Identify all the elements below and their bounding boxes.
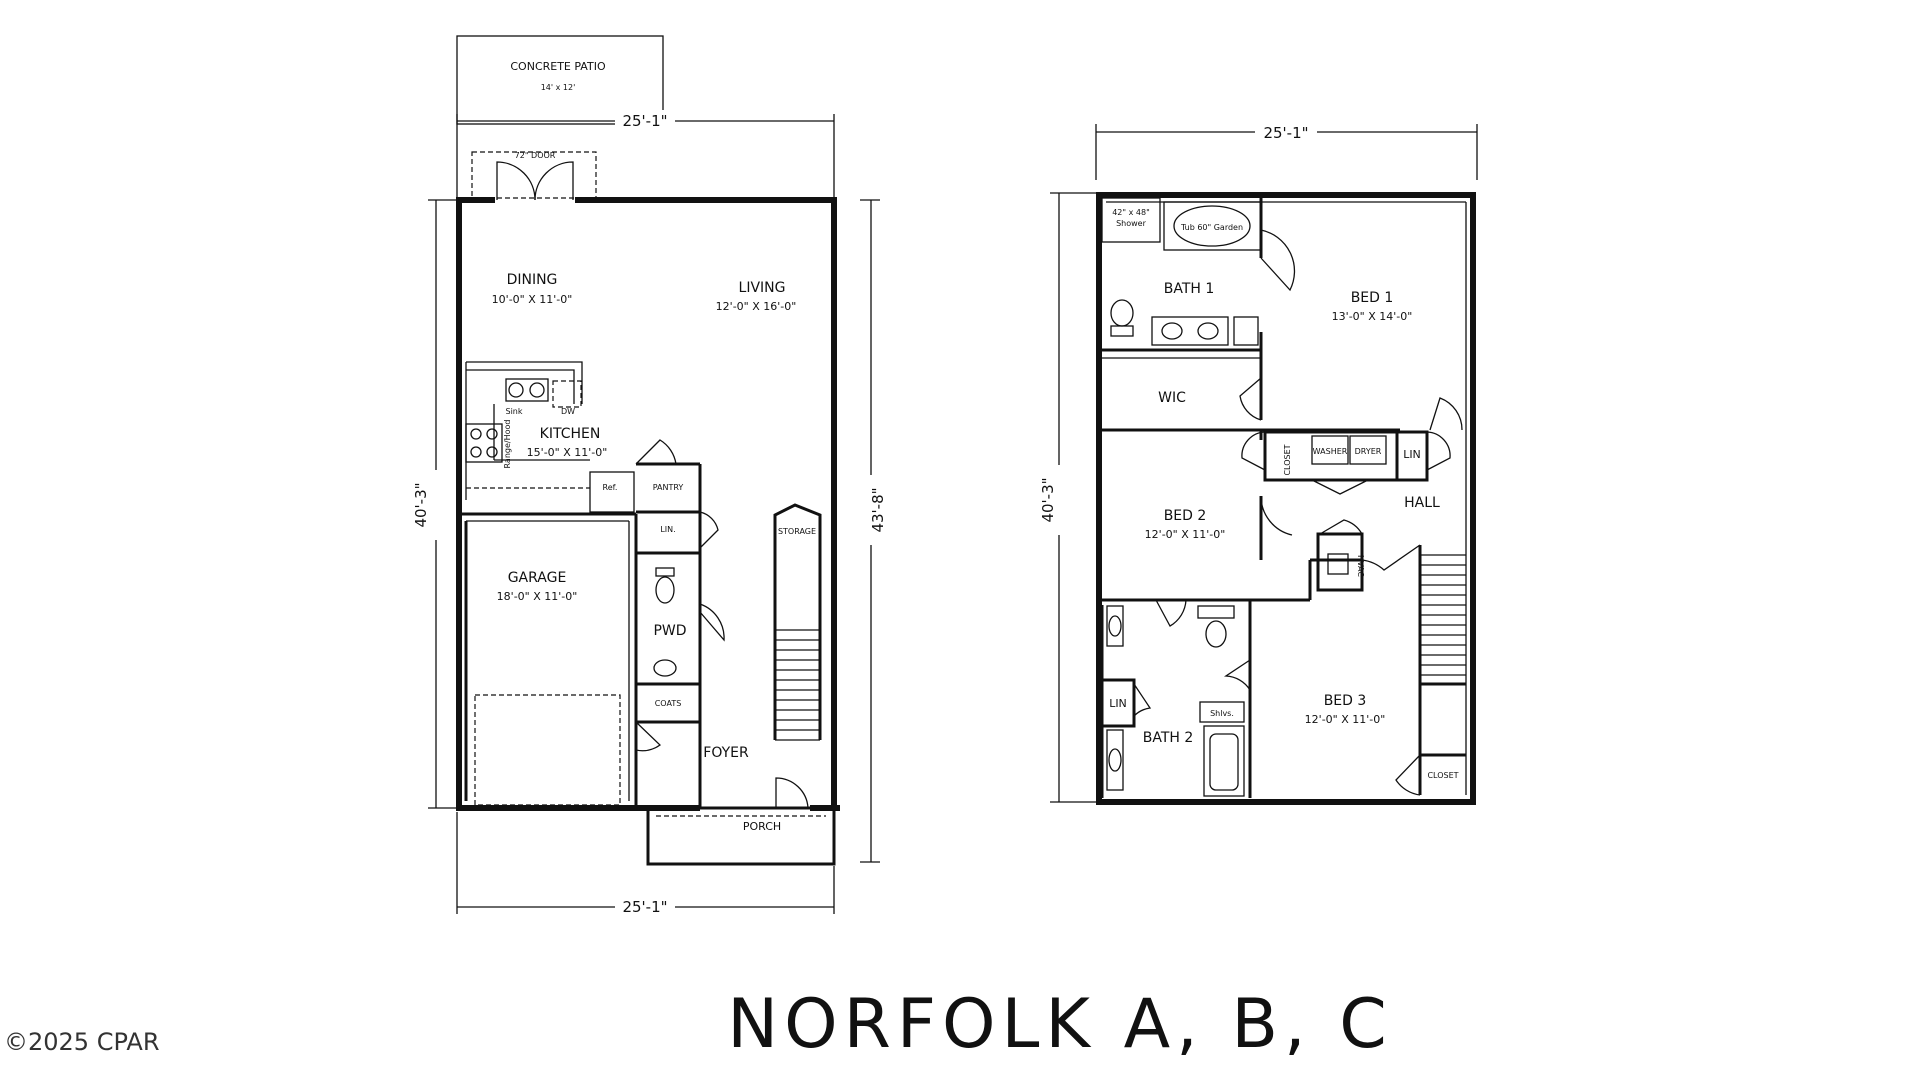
closet-bed3-label: CLOSET: [1427, 771, 1458, 780]
porch-outline: [646, 806, 836, 866]
dryer-label: DRYER: [1355, 447, 1382, 456]
linen-closet-label: LIN.: [660, 525, 675, 534]
svg-text:72" DOOR: 72" DOOR: [515, 151, 556, 160]
shower-size: 42" x 48": [1112, 208, 1150, 217]
living-name: LIVING: [739, 280, 786, 296]
patio-name: CONCRETE PATIO: [510, 60, 606, 73]
concrete-patio-outline: [456, 35, 664, 125]
storage-label: STORAGE: [778, 527, 816, 536]
lin-lower-label: LIN: [1109, 697, 1127, 710]
bath2-label: BATH 2: [1143, 730, 1194, 746]
lin-upper-label: LIN: [1403, 448, 1421, 461]
first-floor-plan: CONCRETE PATIO 14' x 12' 25'-1" 40'-3" 4…: [412, 35, 890, 917]
powder-room-label: PWD: [653, 623, 686, 639]
hall-label: HALL: [1404, 495, 1440, 511]
dishwasher-label: DW: [561, 407, 575, 416]
hvac-label: HVAC: [1356, 555, 1365, 577]
dining-size: 10'-0" X 11'-0": [492, 293, 573, 306]
first-floor-top-dimension: 25'-1": [622, 112, 667, 130]
dining-name: DINING: [507, 272, 558, 288]
refrigerator-label: Ref.: [603, 483, 618, 492]
bed3-name: BED 3: [1324, 693, 1367, 709]
coats-closet-label: COATS: [655, 699, 682, 708]
porch-label: PORCH: [743, 820, 781, 833]
range-label: Range/Hood: [503, 420, 512, 469]
first-floor-bottom-dimension: 25'-1": [622, 898, 667, 916]
garage-name: GARAGE: [508, 570, 567, 586]
pantry-label: PANTRY: [653, 483, 684, 492]
sink-label: Sink: [505, 407, 522, 416]
first-floor-right-dimension: 43'-8": [869, 487, 887, 532]
kitchen-name: KITCHEN: [540, 426, 601, 442]
second-floor-plan: 25'-1" 40'-3" 42" x 48" Shower Tub 60" G…: [1039, 122, 1478, 805]
bath1-label: BATH 1: [1164, 281, 1215, 297]
bed2-name: BED 2: [1164, 508, 1207, 524]
living-size: 12'-0" X 16'-0": [716, 300, 797, 313]
bed1-size: 13'-0" X 14'-0": [1332, 310, 1413, 323]
bed1-name: BED 1: [1351, 290, 1394, 306]
second-floor-exterior-wall: [1096, 192, 1476, 805]
shelves-label: Shlvs.: [1210, 709, 1234, 718]
first-floor-stair: [775, 629, 820, 731]
wic-label: WIC: [1158, 390, 1186, 406]
foyer-label: FOYER: [703, 745, 749, 761]
second-floor-stair: [1420, 554, 1466, 676]
closet-mid-label: CLOSET: [1283, 444, 1292, 475]
bed2-size: 12'-0" X 11'-0": [1145, 528, 1226, 541]
garage-size: 18'-0" X 11'-0": [497, 590, 578, 603]
patio-size: 14' x 12': [541, 83, 576, 92]
second-floor-top-dimension: 25'-1": [1263, 124, 1308, 142]
first-floor-exterior-wall: [456, 197, 640, 811]
plan-title: NORFOLK A, B, C: [727, 985, 1393, 1064]
washer-label: WASHER: [1313, 447, 1348, 456]
kitchen-size: 15'-0" X 11'-0": [527, 446, 608, 459]
copyright-notice: ©2025 CPAR: [4, 1028, 160, 1056]
tub-label: Tub 60" Garden: [1180, 223, 1243, 232]
first-floor-left-dimension: 40'-3": [412, 482, 430, 527]
second-floor-left-dimension: 40'-3": [1039, 477, 1057, 522]
shower-label: Shower: [1116, 219, 1147, 228]
bed3-size: 12'-0" X 11'-0": [1305, 713, 1386, 726]
